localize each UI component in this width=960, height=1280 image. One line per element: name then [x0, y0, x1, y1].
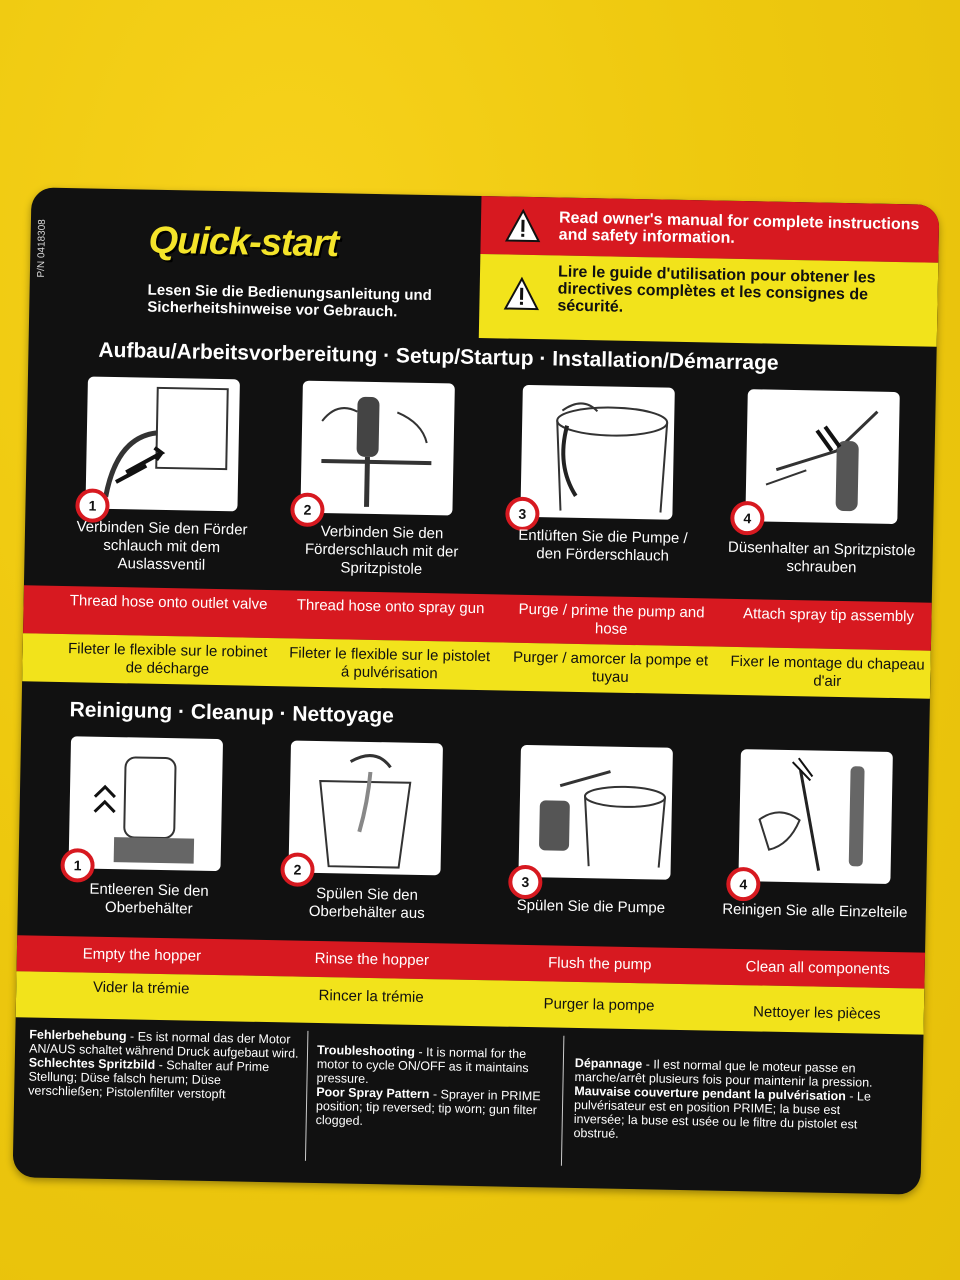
warning-triangle-icon	[504, 208, 541, 243]
step-text-de: Entlüften Sie die Pumpe / den Förderschl…	[518, 526, 688, 565]
step-badge: 4	[726, 866, 761, 902]
step-text-de: Entleeren Sie den Oberbehälter	[89, 880, 209, 918]
step-text-de: Spülen Sie den Oberbehälter aus	[308, 884, 425, 923]
troubleshooting-de: Fehlerbehebung - Es ist normal das der M…	[28, 1027, 299, 1102]
troubleshooting-fr: Dépannage - Il est normal que le moteur …	[573, 1056, 895, 1146]
bucket-prime-illustration	[520, 384, 675, 520]
step-text-de: Verbinden Sie den Förderschlauch mit der…	[304, 522, 459, 578]
brush-clean-illustration	[738, 749, 893, 884]
step-text-fr: Fileter le flexible sur le pistolet á pu…	[289, 644, 491, 683]
step-text-de: Spülen Sie die Pumpe	[516, 896, 666, 917]
read-manual-de: Lesen Sie die Bedienungsanleitung und Si…	[147, 281, 432, 321]
column-divider	[304, 1030, 309, 1161]
step-text-en: Purge / prime the pump and hose	[518, 600, 705, 638]
step-text-en: Attach spray tip assembly	[742, 605, 915, 626]
step-badge: 1	[60, 848, 95, 883]
spray-gun-illustration	[300, 380, 455, 516]
step-text-fr: Fileter le flexible sur le robinet de dé…	[67, 640, 268, 678]
step-text-en: Thread hose onto outlet valve	[69, 592, 268, 613]
hopper-empty-illustration	[68, 736, 224, 872]
label-title: Quick-start	[148, 219, 339, 266]
warning-box-fr: Lire le guide d'utilisation pour obtener…	[478, 254, 939, 347]
step-text-fr: Rincer la trémie	[318, 987, 424, 1007]
step-text-de: Verbinden Sie den Förder schlauch mit de…	[76, 518, 248, 574]
step-text-en: Flush the pump	[547, 954, 652, 974]
cleanup-pictures: 1 2 3 4	[58, 736, 921, 902]
step-text-en: Thread hose onto spray gun	[296, 596, 485, 618]
step-text-en: Empty the hopper	[82, 945, 202, 965]
step-text-fr: Purger la pompe	[543, 995, 655, 1015]
step-text-en: Rinse the hopper	[314, 949, 430, 970]
step-badge: 4	[730, 500, 765, 536]
step-text-fr: Fixer le montage du chapeau d'air	[730, 652, 925, 691]
step-text-fr: Purger / amorcer la pompe et tuyau	[512, 648, 709, 686]
warning-box-en: Read owner's manual for complete instruc…	[480, 196, 940, 263]
cleanup-heading: Reinigung · Cleanup · Nettoyage	[69, 698, 395, 728]
warning-text-fr: Lire le guide d'utilisation pour obtener…	[557, 263, 876, 316]
step-text-de: Reinigen Sie alle Einzelteile	[722, 900, 908, 922]
step-text-de: Düsenhalter an Spritzpistole schrauben	[727, 538, 916, 577]
pump-flush-illustration	[518, 744, 673, 880]
step-text-fr: Vider la trémie	[92, 978, 190, 998]
step-text-fr: Nettoyer les pièces	[752, 1003, 881, 1023]
setup-pictures: 1 2 3 4	[65, 376, 928, 542]
warning-triangle-icon	[503, 276, 539, 311]
setup-heading: Aufbau/Arbeitsvorbereitung · Setup/Start…	[98, 338, 779, 375]
step-badge: 3	[508, 864, 543, 900]
spray-tip-illustration	[745, 389, 900, 525]
hose-outlet-illustration	[85, 376, 240, 512]
quick-start-label: P/N 0418308 Quick-start Lesen Sie die Be…	[12, 187, 940, 1195]
troubleshooting-en: Troubleshooting - It is normal for the m…	[316, 1043, 553, 1131]
column-divider	[560, 1035, 565, 1166]
troubleshooting-heading-fr: Dépannage	[574, 1055, 643, 1072]
hopper-rinse-illustration	[288, 740, 443, 876]
warning-text-en: Read owner's manual for complete instruc…	[558, 209, 920, 247]
step-badge: 2	[280, 852, 315, 887]
part-number: P/N 0418308	[35, 219, 48, 278]
step-text-en: Clean all components	[745, 958, 891, 978]
